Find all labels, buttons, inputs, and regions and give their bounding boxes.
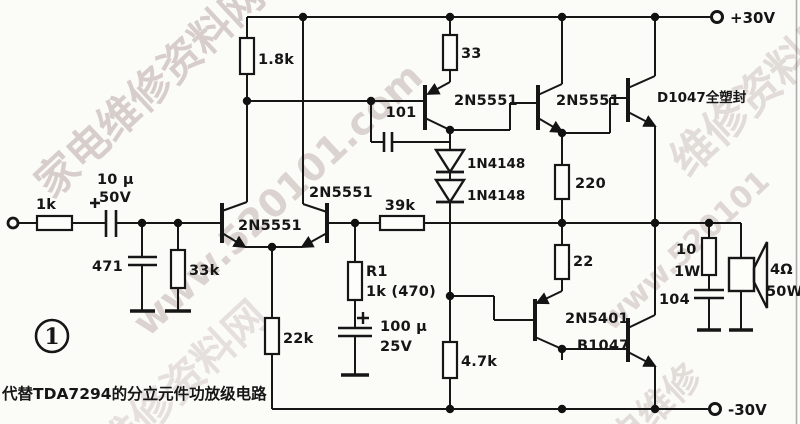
resistor-vas-33: 33 [441, 33, 482, 72]
resistor-load-1k8-label: 1.8k [258, 52, 294, 68]
capacitor-feedback-100u: 100 μ 25V [338, 312, 427, 355]
capacitor-coupling-10u: 10 μ 50V [90, 172, 134, 237]
resistor-vas-33-label: 33 [461, 46, 482, 62]
junction-dots [137, 12, 714, 414]
resistor-bias-33k: 33k [169, 248, 220, 290]
resistor-zobel-1w-label: 1W [674, 264, 700, 280]
capacitor-zobel-104: 104 [659, 288, 724, 308]
caption: 代替TDA7294的分立元件功放级电路 [1, 384, 267, 403]
resistor-feedback-39k-label: 39k [385, 198, 416, 214]
resistor-vas-4k7-label: 4.7k [461, 354, 497, 370]
diode-lower-label: 1N4148 [467, 188, 525, 204]
transistor-driver-bottom-label: 2N5401 [565, 311, 629, 327]
diode-1n4148-upper: 1N4148 [433, 148, 525, 175]
resistor-driver-22: 22 [553, 243, 594, 281]
transistor-power-bottom-b1047: B1047 [577, 314, 657, 367]
speaker-cone [752, 241, 769, 309]
positive-rail-label: +30V [730, 9, 775, 27]
ground-symbols [130, 309, 753, 377]
capacitor-feedback-voltage: 25V [380, 339, 413, 355]
capacitor-miller-label: 101 [386, 105, 417, 121]
capacitor-coupling-value: 10 μ [97, 172, 134, 188]
plus-sign [90, 198, 100, 208]
watermark-bottom-right: 家电维修 [576, 356, 710, 424]
resistor-zobel-10: 10 1W [674, 236, 718, 280]
input-terminal [6, 216, 20, 230]
capacitor-feedback-value: 100 μ [380, 319, 427, 335]
resistor-tail-22k: 22k [263, 316, 314, 356]
plus-sign [357, 312, 369, 324]
capacitor-zobel-label: 104 [659, 292, 690, 308]
transistor-vas: 2N5551 [423, 81, 518, 131]
figure-number-badge: 1 [34, 318, 70, 354]
positive-rail-terminal: +30V [710, 9, 775, 27]
resistor-r1: R1 1k (470) [346, 260, 436, 302]
capacitor-filter-label: 471 [92, 259, 123, 275]
transistor-diff-right-label: 2N5551 [309, 185, 373, 201]
resistor-r1-value: 1k (470) [366, 284, 436, 300]
resistor-load-1k8: 1.8k [238, 36, 294, 76]
resistor-bias-33k-label: 33k [189, 263, 220, 279]
resistor-r1-name: R1 [366, 264, 388, 280]
transistor-driver-bottom-2n5401: 2N5401 [533, 290, 629, 350]
resistor-feedback-39k: 39k [378, 198, 426, 232]
resistor-input-1k: 1k [35, 197, 74, 232]
capacitor-coupling-voltage: 50V [99, 190, 132, 206]
diode-upper-label: 1N4148 [467, 156, 525, 172]
resistor-driver-220: 220 [553, 163, 606, 201]
transistor-power-bottom-label: B1047 [577, 338, 629, 354]
resistor-tail-22k-label: 22k [283, 331, 314, 347]
transistor-driver-top-label: 2N5551 [556, 93, 620, 109]
speaker-power: 50W [766, 284, 800, 300]
negative-rail-label: -30V [728, 401, 767, 419]
speaker-impedance: 4Ω [770, 262, 793, 278]
transistor-power-top-label: D1047全塑封 [657, 89, 747, 106]
diode-1n4148-lower: 1N4148 [433, 178, 525, 205]
capacitor-miller-101: 101 [382, 105, 417, 152]
resistor-input-1k-label: 1k [36, 197, 56, 213]
transistor-vas-label: 2N5551 [454, 93, 518, 109]
figure-number-text: 1 [44, 324, 59, 350]
speaker: 4Ω 50W [727, 241, 800, 309]
transistor-diff-left: 2N5551 [220, 201, 302, 249]
watermark-site-name: 家电维修资料网 [25, 0, 273, 207]
transistor-diff-right: 2N5551 [300, 185, 373, 248]
transistor-driver-top: 2N5551 [536, 83, 620, 133]
resistor-driver-22-label: 22 [573, 254, 594, 270]
transistor-diff-left-label: 2N5551 [238, 218, 302, 234]
transistor-power-top-d1047: D1047全塑封 [626, 75, 747, 127]
resistor-zobel-10-label: 10 [676, 242, 697, 258]
resistor-vas-4k7: 4.7k [441, 340, 497, 380]
negative-rail-terminal: -30V [708, 401, 767, 419]
resistor-driver-220-label: 220 [575, 176, 606, 192]
capacitor-filter-471: 471 [92, 255, 157, 275]
